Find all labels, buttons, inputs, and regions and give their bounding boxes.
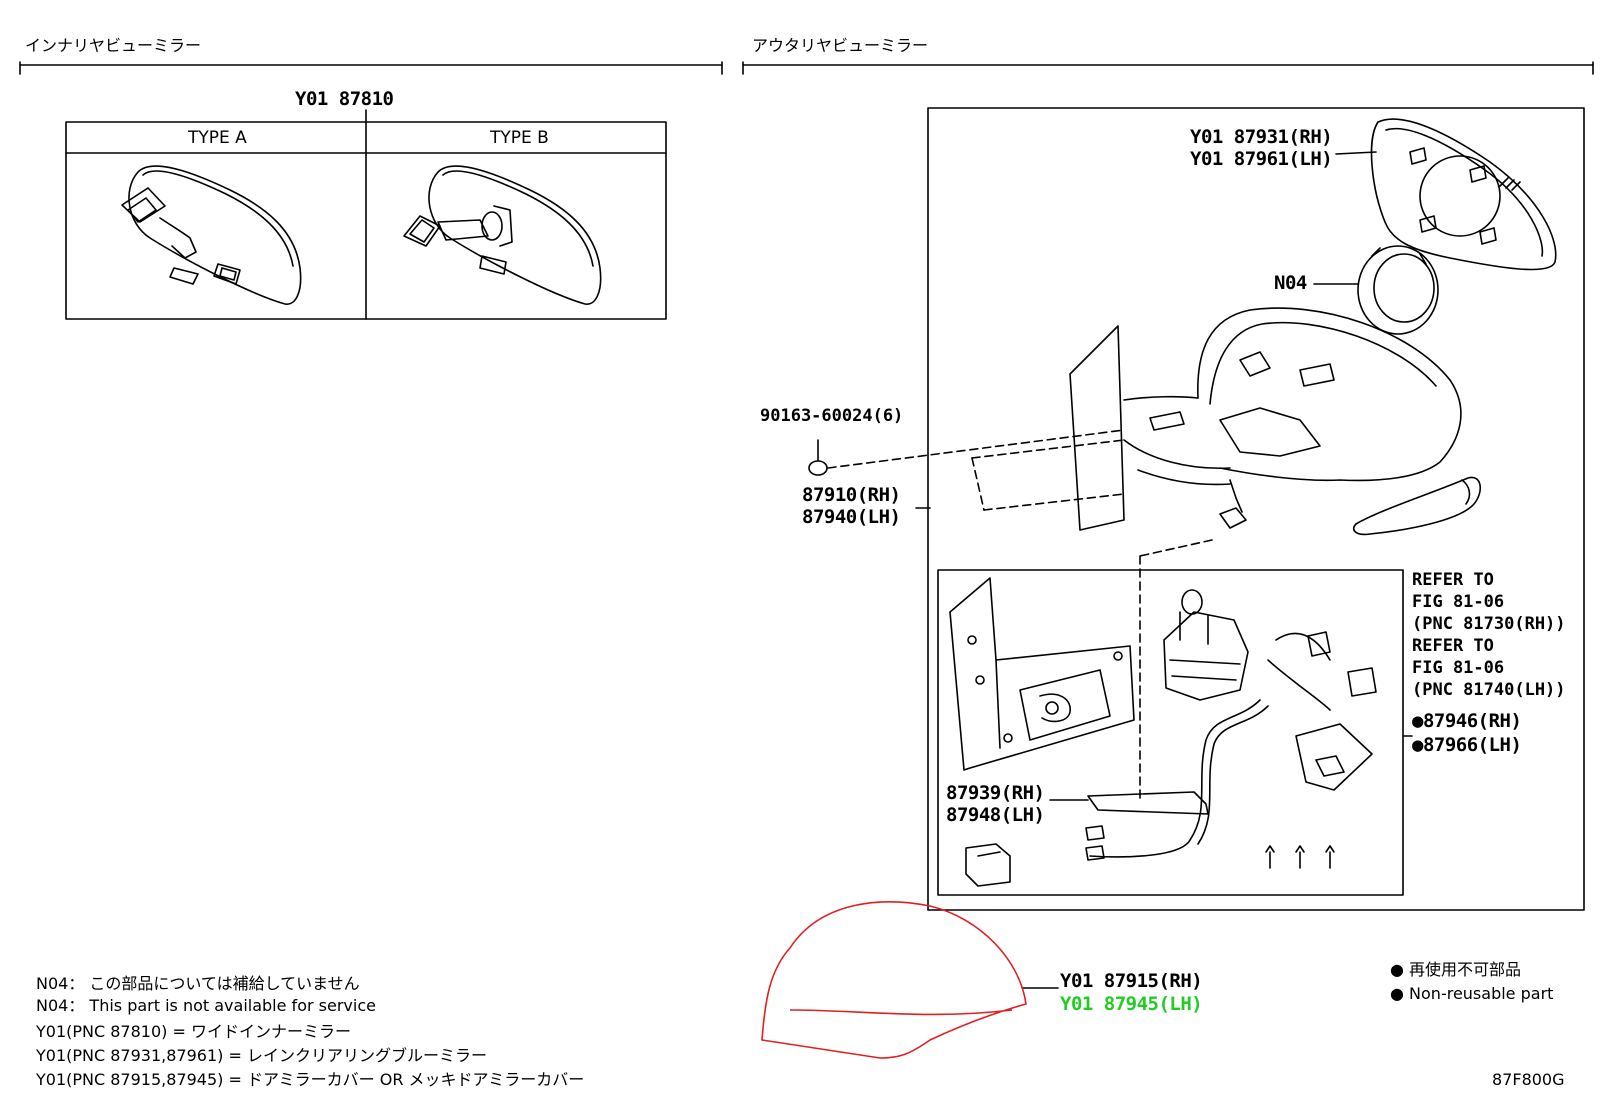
refer-rh-line3: (PNC 81730(RH)) — [1412, 614, 1566, 634]
motor-rh-label: ●87946(RH) — [1412, 710, 1522, 732]
assembly-dashed-lines — [827, 429, 1213, 801]
lamp-lh-label: 87948(LH) — [946, 804, 1045, 826]
cover-lh-label: Y01 87945(LH) — [1060, 993, 1203, 1015]
small-screws-drawing — [1265, 845, 1335, 869]
assembly-lh-label: 87940(LH) — [802, 506, 901, 528]
mirror-cover-drawing — [761, 901, 1027, 1059]
motor-lh-label: ●87966(LH) — [1412, 734, 1522, 756]
inner-detail-frame — [937, 569, 1404, 896]
mirror-bracket-drawing — [949, 577, 1135, 771]
type-a-label: TYPE A — [188, 128, 247, 148]
inner-mirror-type-b — [403, 165, 602, 305]
refer-rh-line1: REFER TO — [1412, 570, 1494, 590]
inner-mirror-type-a — [121, 165, 302, 305]
refer-lh-line2: FIG 81-06 — [1412, 658, 1505, 678]
n04-label: N04 — [1274, 272, 1307, 294]
lamp-rh-label: 87939(RH) — [946, 782, 1045, 804]
refer-rh-line2: FIG 81-06 — [1412, 592, 1505, 612]
inner-section-bracket — [19, 61, 723, 75]
side-turn-lamp-drawing — [1352, 476, 1481, 536]
note-n04-japanese: N04： この部品については補給していません — [36, 974, 360, 993]
mirror-glass-rh-label: Y01 87931(RH) — [1190, 126, 1333, 148]
outer-mirror-frame — [927, 107, 1585, 911]
refer-lh-line1: REFER TO — [1412, 636, 1494, 656]
mirror-glass-lh-label: Y01 87961(LH) — [1190, 148, 1333, 170]
mirror-housing-drawing — [1069, 307, 1462, 531]
n04-actuator-drawing — [1313, 245, 1439, 335]
inner-mirror-table — [65, 109, 667, 320]
cover-rh-label: Y01 87915(RH) — [1060, 970, 1203, 992]
clip-drawing — [965, 843, 1011, 887]
motor-drawing — [1163, 589, 1249, 701]
outer-section-bracket — [742, 61, 1594, 75]
note-n04-english: N04： This part is not available for serv… — [36, 996, 376, 1015]
inner-mirror-part-number: Y01 87810 — [295, 88, 394, 110]
assembly-rh-label: 87910(RH) — [802, 484, 901, 506]
outer-mirror-section-title: アウタリヤビューミラー — [752, 36, 929, 55]
legend-english: ● Non-reusable part — [1390, 984, 1554, 1003]
note-y01-87915: Y01(PNC 87915,87945) = ドアミラーカバー OR メッキドア… — [36, 1070, 585, 1089]
refer-lh-line3: (PNC 81740(LH)) — [1412, 680, 1566, 700]
inner-mirror-section-title: インナリヤビューミラー — [25, 36, 202, 55]
screw-part-label: 90163-60024(6) — [760, 406, 904, 426]
note-y01-87931: Y01(PNC 87931,87961) = レインクリアリングブルーミラー — [36, 1046, 487, 1065]
wire-harness-drawing — [1085, 631, 1377, 861]
mirror-glass-drawing — [1335, 118, 1557, 271]
legend-japanese: ● 再使用不可部品 — [1390, 960, 1522, 979]
type-b-label: TYPE B — [490, 128, 549, 148]
lamp-strip-drawing — [1049, 791, 1209, 815]
screw-drawing — [808, 439, 931, 509]
note-y01-87810: Y01(PNC 87810) = ワイドインナーミラー — [36, 1022, 351, 1041]
figure-code: 87F800G — [1492, 1070, 1565, 1089]
